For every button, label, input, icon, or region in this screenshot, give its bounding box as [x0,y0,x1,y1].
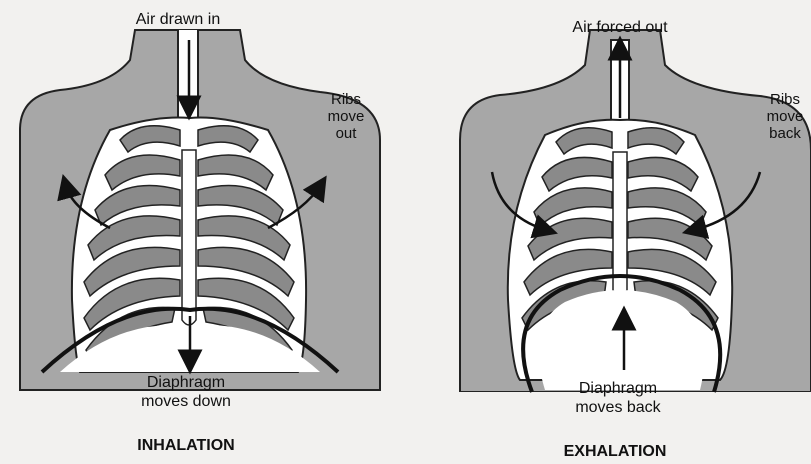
exhalation-air-label: Air forced out [572,19,668,36]
inhalation-diaphragm-label-1: Diaphragm [147,374,225,391]
exhalation-caption: EXHALATION [564,443,667,460]
inhalation-air-label: Air drawn in [136,11,220,28]
inhalation-diaphragm-label-2: moves down [141,393,231,410]
inhalation-ribs-label-1: Ribs [331,91,361,108]
exhalation-sternum [613,152,627,295]
exhalation-ribs-label-2: move [767,108,804,125]
inhalation-ribs-label-3: out [336,125,358,142]
inhalation-sternum [182,150,196,325]
inhalation-ribs-label-2: move [328,108,365,125]
exhalation-ribs-label-3: back [769,125,801,142]
inhalation-caption: INHALATION [137,437,234,454]
exhalation-diaphragm-label-2: moves back [575,399,661,416]
exhalation-ribs-label-1: Ribs [770,91,800,108]
exhalation-diaphragm-label-1: Diaphragm [579,380,657,397]
exhalation-panel: Air forced out Ribs move back Diaphragm … [400,19,811,464]
